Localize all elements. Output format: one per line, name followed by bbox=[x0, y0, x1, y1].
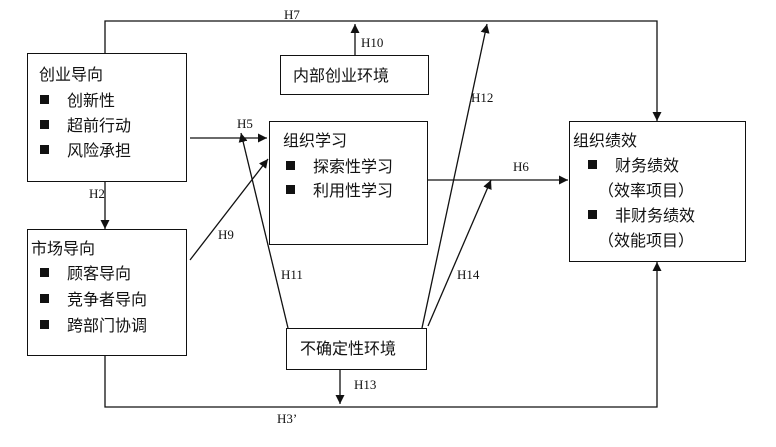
label-h11: H11 bbox=[281, 267, 303, 282]
label-h2: H2 bbox=[89, 186, 105, 201]
arrow-h14 bbox=[427, 179, 492, 327]
list-item: 创新性 bbox=[40, 93, 115, 109]
list-item: 财务绩效 bbox=[588, 158, 679, 174]
bullet-square-icon bbox=[40, 120, 49, 129]
list-item-note: （效能项目） bbox=[598, 231, 695, 250]
internal-entrepreneurial-environment-title: 内部创业环境 bbox=[293, 66, 390, 85]
uncertain-environment-box: 不确定性环境 bbox=[286, 328, 427, 370]
label-h6: H6 bbox=[513, 159, 529, 174]
arrow-h9 bbox=[189, 158, 269, 261]
bullet-square-icon bbox=[588, 160, 597, 169]
market-orientation-box: 市场导向 顾客导向 竞争者导向 跨部门协调 bbox=[27, 229, 187, 356]
bullet-square-icon bbox=[40, 320, 49, 329]
bullet-square-icon bbox=[40, 268, 49, 277]
label-h13: H13 bbox=[354, 377, 377, 392]
bullet-square-icon bbox=[588, 210, 597, 219]
organizational-learning-title: 组织学习 bbox=[283, 131, 348, 150]
list-item: 顾客导向 bbox=[40, 266, 131, 282]
entrepreneurial-orientation-title: 创业导向 bbox=[39, 65, 104, 84]
bullet-square-icon bbox=[40, 145, 49, 154]
organizational-performance-box: 组织绩效 财务绩效 （效率项目） 非财务绩效 （效能项目） bbox=[569, 121, 746, 262]
organizational-performance-title: 组织绩效 bbox=[573, 131, 638, 150]
arrow-h12 bbox=[421, 23, 490, 329]
bullet-square-icon bbox=[286, 161, 295, 170]
arrow-h3prime bbox=[104, 262, 662, 408]
internal-entrepreneurial-environment-box: 内部创业环境 bbox=[280, 55, 429, 95]
list-item: 探索性学习 bbox=[286, 159, 393, 175]
arrow-h7 bbox=[104, 20, 662, 121]
label-h9: H9 bbox=[218, 227, 234, 242]
label-h7: H7 bbox=[284, 7, 300, 22]
bullet-square-icon bbox=[40, 294, 49, 303]
label-h3prime: H3’ bbox=[277, 411, 298, 426]
list-item: 跨部门协调 bbox=[40, 318, 147, 334]
organizational-learning-box: 组织学习 探索性学习 利用性学习 bbox=[269, 121, 428, 245]
bullet-square-icon bbox=[286, 185, 295, 194]
entrepreneurial-orientation-box: 创业导向 创新性 超前行动 风险承担 bbox=[27, 53, 187, 182]
market-orientation-title: 市场导向 bbox=[31, 239, 96, 258]
list-item: 利用性学习 bbox=[286, 183, 393, 199]
list-item: 风险承担 bbox=[40, 143, 131, 159]
arrow-h11 bbox=[238, 132, 289, 329]
label-h10: H10 bbox=[361, 35, 384, 50]
bullet-square-icon bbox=[40, 95, 49, 104]
list-item: 超前行动 bbox=[40, 118, 131, 134]
label-h14: H14 bbox=[457, 267, 480, 282]
list-item: 竞争者导向 bbox=[40, 292, 147, 308]
label-h5: H5 bbox=[237, 116, 253, 131]
list-item: 非财务绩效 bbox=[588, 208, 695, 224]
list-item-note: （效率项目） bbox=[598, 181, 695, 200]
uncertain-environment-title: 不确定性环境 bbox=[300, 339, 397, 358]
label-h12: H12 bbox=[471, 90, 494, 105]
